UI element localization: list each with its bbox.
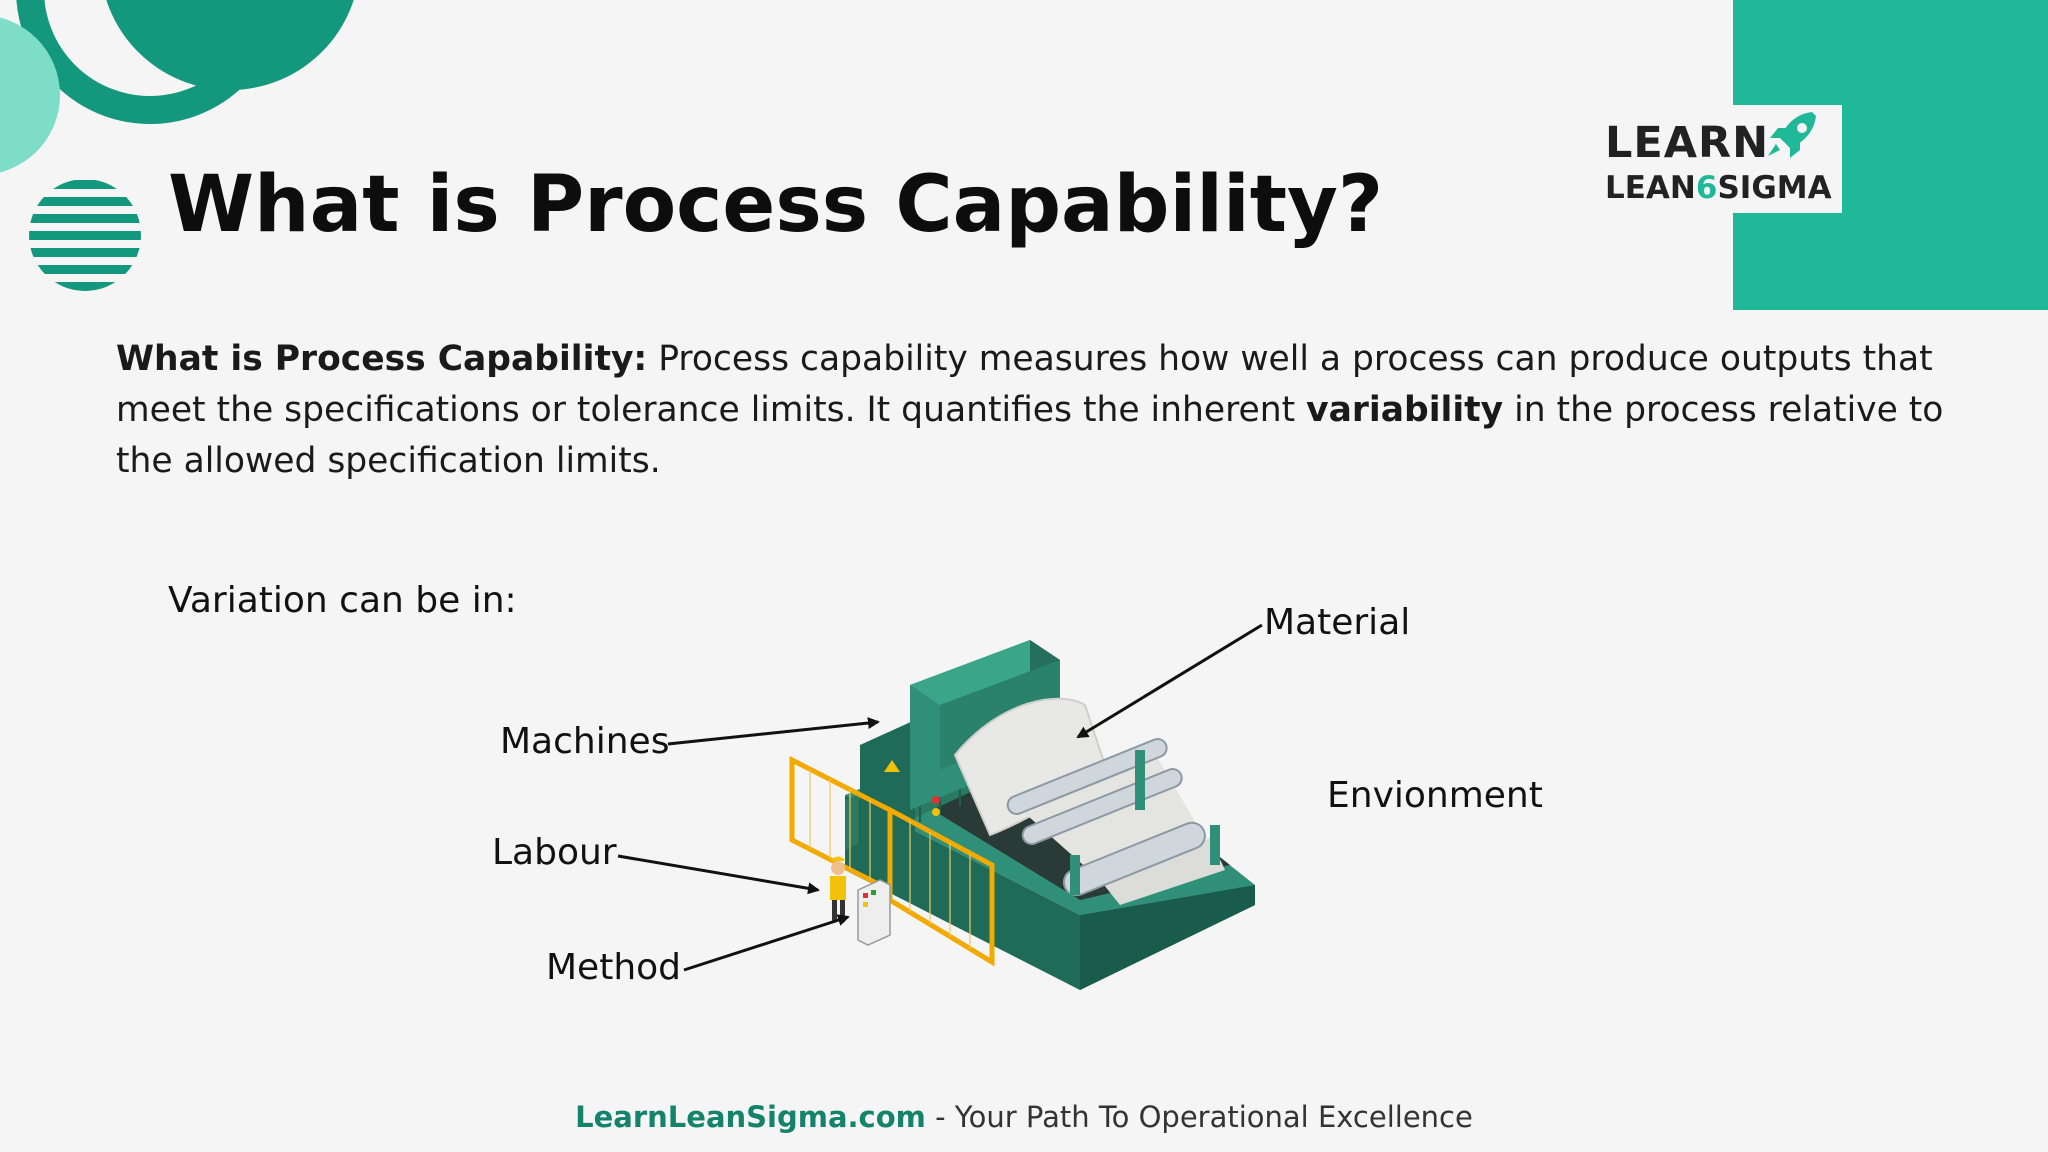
- arrow-labour: [617, 854, 820, 895]
- control-panel: [857, 879, 891, 946]
- logo-learn-text: LEARN: [1605, 118, 1770, 168]
- rocket-icon: [1768, 112, 1816, 158]
- footer-tagline: - Your Path To Operational Excellence: [925, 1100, 1473, 1134]
- label-machines: Machines: [500, 721, 670, 762]
- label-material: Material: [1264, 602, 1411, 643]
- label-method: Method: [546, 947, 682, 988]
- logo-sigma: SIGMA: [1717, 170, 1832, 206]
- label-labour: Labour: [492, 832, 617, 873]
- logo-lean6sigma-text: LEAN6SIGMA: [1605, 170, 1832, 206]
- footer-site-link[interactable]: LearnLeanSigma.com: [575, 1100, 926, 1134]
- logo-six: 6: [1695, 170, 1718, 206]
- footer: LearnLeanSigma.com - Your Path To Operat…: [0, 1100, 2048, 1134]
- arrow-material: [1076, 623, 1263, 739]
- label-environment: Envionment: [1327, 775, 1543, 816]
- safety-fence-mesh: [809, 769, 971, 949]
- page-title: What is Process Capability?: [168, 160, 1384, 250]
- striped-circle-icon: [29, 180, 141, 291]
- description-text-1: Process capability measures how well a p…: [116, 339, 1933, 430]
- description-lead: What is Process Capability:: [116, 339, 648, 379]
- logo-lean: LEAN: [1605, 170, 1696, 206]
- machine-paper-rollers: [953, 697, 1225, 905]
- description-text-2: in the process relative to the allowed s…: [116, 390, 1944, 481]
- corner-decoration: [0, 0, 354, 173]
- description-emphasis: variability: [1306, 390, 1504, 430]
- description-paragraph: What is Process Capability: Process capa…: [116, 334, 1986, 487]
- arrow-method: [683, 914, 850, 972]
- arrow-machines: [667, 717, 880, 746]
- variation-intro: Variation can be in:: [168, 580, 517, 621]
- worker-figure: [830, 856, 846, 922]
